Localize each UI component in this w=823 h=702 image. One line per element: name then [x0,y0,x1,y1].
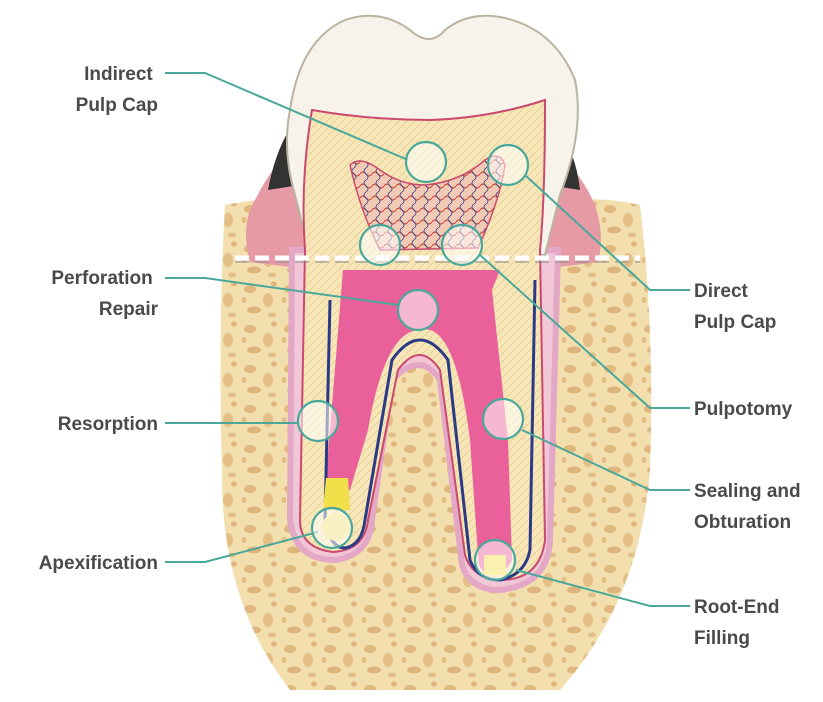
label-perforation-repair: Perforation Repair [51,268,158,320]
label-pulpotomy: Pulpotomy [694,399,793,420]
label-apexification: Apexification [39,553,158,574]
label-indirect-pulp-cap: Indirect Pulp Cap [76,64,158,116]
marker-resorption [298,401,338,441]
apexification-plug [323,478,350,510]
marker-perforation-repair [398,290,438,330]
marker-sealing-obturation [483,399,523,439]
marker-direct-pulp-cap [488,145,528,185]
label-resorption: Resorption [58,414,158,435]
label-direct-pulp-cap: Direct Pulp Cap [694,281,776,333]
marker-pulpotomy-left [360,225,400,265]
marker-pulpotomy-right [442,225,482,265]
marker-indirect-pulp-cap [406,142,446,182]
label-root-end-filling: Root-End Filling [694,597,785,649]
label-sealing-obturation: Sealing and Obturation [694,481,806,533]
marker-apexification [312,508,352,548]
marker-root-end-filling [475,540,515,580]
